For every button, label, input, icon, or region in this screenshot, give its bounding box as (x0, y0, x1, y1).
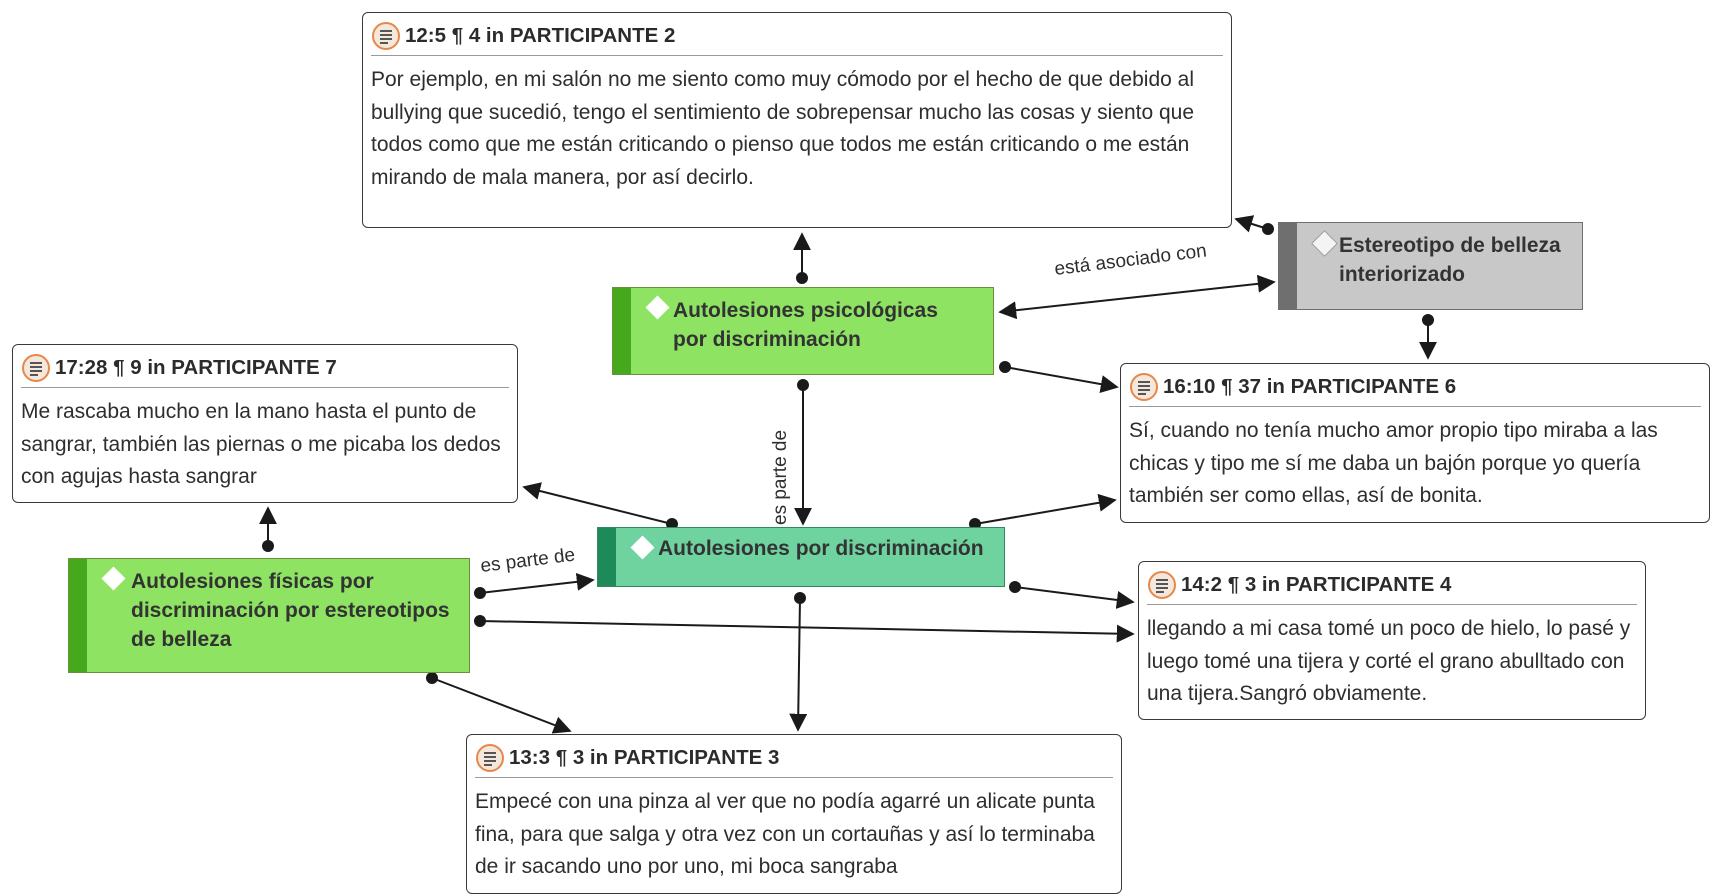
link-discrim-q14[interactable] (1014, 586, 1135, 609)
quotation-title: 16:10 ¶ 37 in PARTICIPANTE 6 (1163, 375, 1457, 398)
link-discrim-q13[interactable] (789, 597, 808, 732)
quotation-node-16-10[interactable]: 16:10 ¶ 37 in PARTICIPANTE 6 Sí, cuando … (1120, 363, 1710, 523)
link-fisicas-q14[interactable] (479, 620, 1135, 643)
code-color-stripe (613, 288, 631, 374)
quotation-title: 14:2 ¶ 3 in PARTICIPANTE 4 (1181, 573, 1452, 596)
quotation-node-13-3[interactable]: 13:3 ¶ 3 in PARTICIPANTE 3 Empecé con un… (466, 734, 1122, 894)
link-psico-q16[interactable] (1004, 366, 1119, 394)
code-label: Autolesiones psicológicas por discrimina… (673, 299, 938, 351)
code-diamond-icon (630, 535, 655, 560)
link-belleza-q12[interactable] (1234, 215, 1269, 233)
code-node-estereotipo-belleza[interactable]: Estereotipo de belleza interiorizado (1278, 222, 1583, 310)
quotation-title: 17:28 ¶ 9 in PARTICIPANTE 7 (55, 356, 337, 379)
link-fisicas-q13[interactable] (431, 677, 572, 734)
quotation-icon (372, 22, 400, 50)
quotation-text: Sí, cuando no tenía mucho amor propio ti… (1129, 419, 1658, 507)
quotation-title: 12:5 ¶ 4 in PARTICIPANTE 2 (405, 24, 676, 47)
quotation-header: 14:2 ¶ 3 in PARTICIPANTE 4 (1147, 570, 1637, 605)
relation-label-esta-asociado-con: está asociado con (1053, 240, 1208, 281)
quotation-header: 12:5 ¶ 4 in PARTICIPANTE 2 (371, 21, 1223, 56)
quotation-icon (476, 744, 504, 772)
link-discrim-q16[interactable] (974, 493, 1117, 525)
code-node-psicologicas[interactable]: Autolesiones psicológicas por discrimina… (612, 287, 994, 375)
link-psico-belleza[interactable] (998, 274, 1276, 320)
quotation-header: 17:28 ¶ 9 in PARTICIPANTE 7 (21, 353, 509, 388)
code-label: Estereotipo de belleza interiorizado (1339, 234, 1561, 286)
quotation-icon (1130, 373, 1158, 401)
code-node-fisicas[interactable]: Autolesiones físicas por discriminación … (68, 558, 470, 673)
quotation-header: 16:10 ¶ 37 in PARTICIPANTE 6 (1129, 372, 1701, 407)
quotation-node-17-28[interactable]: 17:28 ¶ 9 in PARTICIPANTE 7 Me rascaba m… (12, 344, 518, 503)
code-color-stripe (1279, 223, 1297, 309)
link-fisicas-discrim[interactable] (479, 572, 595, 594)
quotation-header: 13:3 ¶ 3 in PARTICIPANTE 3 (475, 743, 1113, 778)
code-diamond-icon (645, 295, 670, 320)
quotation-node-12-5[interactable]: 12:5 ¶ 4 in PARTICIPANTE 2 Por ejemplo, … (362, 12, 1232, 228)
quotation-text: Empecé con una pinza al ver que no podía… (475, 790, 1095, 878)
quotation-text: llegando a mi casa tomé un poco de hielo… (1147, 617, 1631, 705)
code-color-stripe (69, 559, 87, 672)
code-diamond-icon (101, 566, 126, 591)
quotation-node-14-2[interactable]: 14:2 ¶ 3 in PARTICIPANTE 4 llegando a mi… (1138, 561, 1646, 720)
relation-label-es-parte-de-vertical: es parte de (770, 429, 791, 525)
quotation-text: Por ejemplo, en mi salón no me siento co… (371, 68, 1195, 189)
link-discrim-q17[interactable] (522, 482, 673, 525)
code-node-discriminacion[interactable]: Autolesiones por discriminación (597, 527, 1005, 587)
quotation-text: Me rascaba mucho en la mano hasta el pun… (21, 400, 501, 488)
quotation-title: 13:3 ¶ 3 in PARTICIPANTE 3 (509, 746, 780, 769)
quotation-icon (22, 354, 50, 382)
quotation-icon (1148, 571, 1176, 599)
code-label: Autolesiones por discriminación (658, 537, 984, 560)
code-label: Autolesiones físicas por discriminación … (131, 570, 450, 651)
code-color-stripe (598, 528, 616, 586)
code-diamond-icon (1311, 230, 1338, 257)
relation-label-es-parte-de-horizontal: es parte de (479, 544, 577, 578)
